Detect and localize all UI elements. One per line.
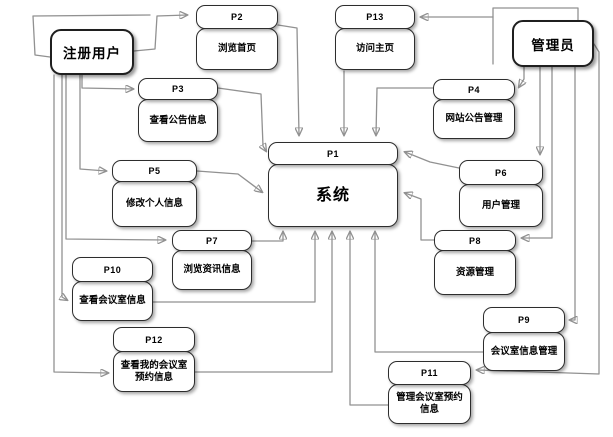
process-label: 浏览首页 <box>196 28 278 70</box>
edge-admin-to-P13 <box>492 7 579 65</box>
process-code: P1 <box>268 142 398 165</box>
process-code: P7 <box>172 230 252 251</box>
edge-registered-user-to-P10 <box>62 74 67 300</box>
edge-registered-user-to-P2 <box>32 14 151 58</box>
edge-registered-user-to-P7 <box>65 74 165 240</box>
edge-admin-to-P8 <box>522 66 553 238</box>
process-label: 用户管理 <box>459 184 543 227</box>
process-code: P4 <box>433 79 515 100</box>
edge-registered-user-to-P5 <box>79 74 106 171</box>
edge-P10-to-P1 <box>152 232 315 303</box>
edge-registered-user-to-P3 <box>81 74 133 89</box>
process-label: 浏览资讯信息 <box>172 250 252 290</box>
process-code: P13 <box>335 5 415 29</box>
edge-P9-to-P1 <box>375 232 484 353</box>
process-label: 查看公告信息 <box>138 99 218 142</box>
edge-P12-to-P1 <box>194 232 332 373</box>
process-label: 会议室信息管理 <box>483 332 565 371</box>
process-label: 资源管理 <box>434 250 516 295</box>
edge-P8-to-P1 <box>405 193 435 241</box>
process-code: P6 <box>459 160 543 185</box>
actor-label: 注册用户 <box>63 46 121 61</box>
process-label: 修改个人信息 <box>112 181 197 227</box>
edge-P6-to-P1 <box>405 152 460 169</box>
actor-label: 管理员 <box>531 37 575 53</box>
process-label: 访问主页 <box>335 28 415 70</box>
process-code: P8 <box>434 230 516 251</box>
process-label: 管理会议室预约信息 <box>388 384 471 424</box>
actor-admin: 管理员 <box>512 20 594 67</box>
edge-P5-to-P1 <box>196 170 262 192</box>
edge-P11-to-P1 <box>350 232 389 406</box>
process-code: P10 <box>72 257 153 282</box>
edge-P4-to-P1 <box>376 87 434 135</box>
process-code: P12 <box>113 327 195 352</box>
process-label: 网站公告管理 <box>433 99 515 139</box>
edge-P2-to-P1 <box>277 24 299 135</box>
process-code: P3 <box>138 78 218 100</box>
edge-admin-to-P9 <box>570 66 575 320</box>
edge-P7-to-P1 <box>251 232 283 242</box>
process-code: P11 <box>388 361 471 385</box>
process-label: 查看会议室信息 <box>72 281 153 321</box>
process-code: P2 <box>196 5 278 29</box>
process-label: 查看我的会议室预约信息 <box>113 351 195 392</box>
edge-P3-to-P1 <box>217 87 266 151</box>
edge-admin-to-P11 <box>477 43 600 375</box>
edge-registered-user-to-P12 <box>53 74 108 373</box>
process-code: P5 <box>112 160 197 182</box>
process-label: 系统 <box>268 164 398 227</box>
edge-admin-to-P4 <box>519 66 524 87</box>
actor-registered-user: 注册用户 <box>50 29 134 75</box>
process-code: P9 <box>483 307 565 333</box>
edge-registered-user-to-P2 <box>133 15 187 52</box>
